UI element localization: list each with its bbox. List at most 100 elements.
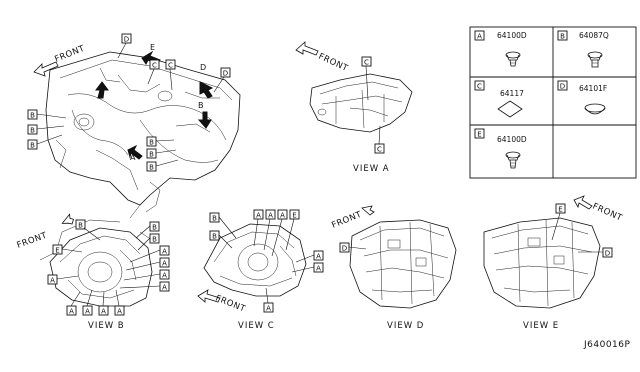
legend-cell-e: E 64100D <box>474 128 527 169</box>
view-b: FRONT B E A B B A A A A A A A A VI <box>16 213 170 331</box>
svg-text:A: A <box>316 264 321 272</box>
clip-icon <box>505 151 521 169</box>
svg-text:C: C <box>364 58 369 66</box>
callout-b: B <box>146 136 157 147</box>
svg-text:B: B <box>212 214 217 222</box>
svg-text:B: B <box>152 223 157 231</box>
front-arrow-view-b: FRONT <box>16 213 75 251</box>
svg-text:E: E <box>55 246 59 254</box>
svg-text:B: B <box>30 141 35 149</box>
callout-a: A <box>47 274 58 285</box>
svg-text:B: B <box>78 221 83 229</box>
callout-c: C <box>361 56 372 67</box>
pad-icon <box>497 100 523 118</box>
callout-a: A <box>313 250 324 261</box>
front-arrow-view-a: FRONT <box>295 41 350 74</box>
svg-text:A: A <box>162 259 167 267</box>
callout-b: B <box>209 212 220 223</box>
legend-cell-b: B 64087Q <box>557 30 609 68</box>
callout-d: D <box>339 242 350 253</box>
callout-a: A <box>98 305 109 316</box>
legend-part-number: 64087Q <box>579 31 609 40</box>
legend-letter: A <box>477 32 482 40</box>
svg-text:A: A <box>50 276 55 284</box>
callout-e: E <box>289 209 300 220</box>
callout-a: A <box>159 269 170 280</box>
svg-text:A: A <box>101 307 106 315</box>
callout-c: C <box>374 143 385 154</box>
svg-text:B: B <box>152 235 157 243</box>
view-arrow-b <box>197 111 212 129</box>
view-a: FRONT C C VIEW A <box>295 41 413 174</box>
front-arrow-main: FRONT <box>33 44 87 77</box>
view-ref-e: E <box>150 43 155 52</box>
view-ref-d: D <box>200 63 206 72</box>
legend-table: A 64100D B 64087Q C <box>469 26 637 179</box>
svg-text:A: A <box>85 307 90 315</box>
svg-text:C: C <box>377 145 382 153</box>
drawing-code: J640016P <box>583 340 631 350</box>
callout-b: B <box>146 148 157 159</box>
svg-text:A: A <box>162 271 167 279</box>
callout-b: B <box>149 221 160 232</box>
legend-part-number: 64101F <box>579 84 607 93</box>
legend-letter: B <box>560 32 565 40</box>
front-label: FRONT <box>53 44 86 65</box>
front-arrow-view-e: FRONT <box>573 195 624 224</box>
view-arrow-c <box>95 81 109 99</box>
callout-a: A <box>82 305 93 316</box>
legend-letter: D <box>560 82 565 90</box>
callout-a: A <box>313 262 324 273</box>
svg-text:D: D <box>342 244 347 252</box>
svg-text:FRONT: FRONT <box>330 210 363 231</box>
svg-text:B: B <box>149 138 154 146</box>
callout-c: C <box>165 59 176 70</box>
callout-a: A <box>265 209 276 220</box>
callout-e: E <box>555 203 566 214</box>
svg-text:FRONT: FRONT <box>16 231 49 251</box>
svg-text:A: A <box>162 283 167 291</box>
legend-letter: C <box>477 82 482 90</box>
svg-text:D: D <box>605 249 610 257</box>
svg-text:A: A <box>162 247 167 255</box>
callout-b: B <box>149 233 160 244</box>
callout-b: B <box>146 161 157 172</box>
view-ref-a: A <box>130 153 136 162</box>
svg-text:A: A <box>266 304 271 312</box>
svg-text:FRONT: FRONT <box>214 294 247 315</box>
svg-text:A: A <box>268 211 273 219</box>
callout-a: A <box>159 257 170 268</box>
svg-text:B: B <box>30 126 35 134</box>
svg-text:FRONT: FRONT <box>591 202 624 224</box>
svg-text:A: A <box>117 307 122 315</box>
view-d: FRONT D VIEW D <box>330 205 457 331</box>
front-arrow-view-d: FRONT <box>330 205 375 231</box>
callout-b: B <box>27 139 38 150</box>
legend-cell-c: C 64117 <box>474 80 524 118</box>
legend-part-number: 64117 <box>500 89 524 98</box>
svg-text:A: A <box>316 252 321 260</box>
callout-a: A <box>159 281 170 292</box>
legend-cell-d: D 64101F <box>557 80 607 115</box>
callout-c: C <box>149 59 160 70</box>
view-caption: VIEW C <box>238 321 275 331</box>
view-arrow-a <box>127 144 143 160</box>
callout-b: B <box>27 109 38 120</box>
view-c: FRONT B B A A A E A A A VIEW C <box>197 209 324 331</box>
main-assembly: FRONT E D B A D C C D <box>27 33 241 219</box>
svg-text:E: E <box>558 205 562 213</box>
svg-text:C: C <box>168 61 173 69</box>
plug-icon <box>584 103 606 115</box>
callout-a: A <box>159 245 170 256</box>
view-arrow-d <box>199 81 214 99</box>
callout-b: B <box>75 219 86 230</box>
callout-d: D <box>121 33 132 44</box>
svg-text:E: E <box>292 211 296 219</box>
svg-text:D: D <box>223 69 228 77</box>
view-caption: VIEW B <box>88 321 125 331</box>
callout-d: D <box>220 67 231 78</box>
callout-a: A <box>263 302 274 313</box>
svg-text:B: B <box>149 150 154 158</box>
front-arrow-view-c: FRONT <box>197 289 247 315</box>
